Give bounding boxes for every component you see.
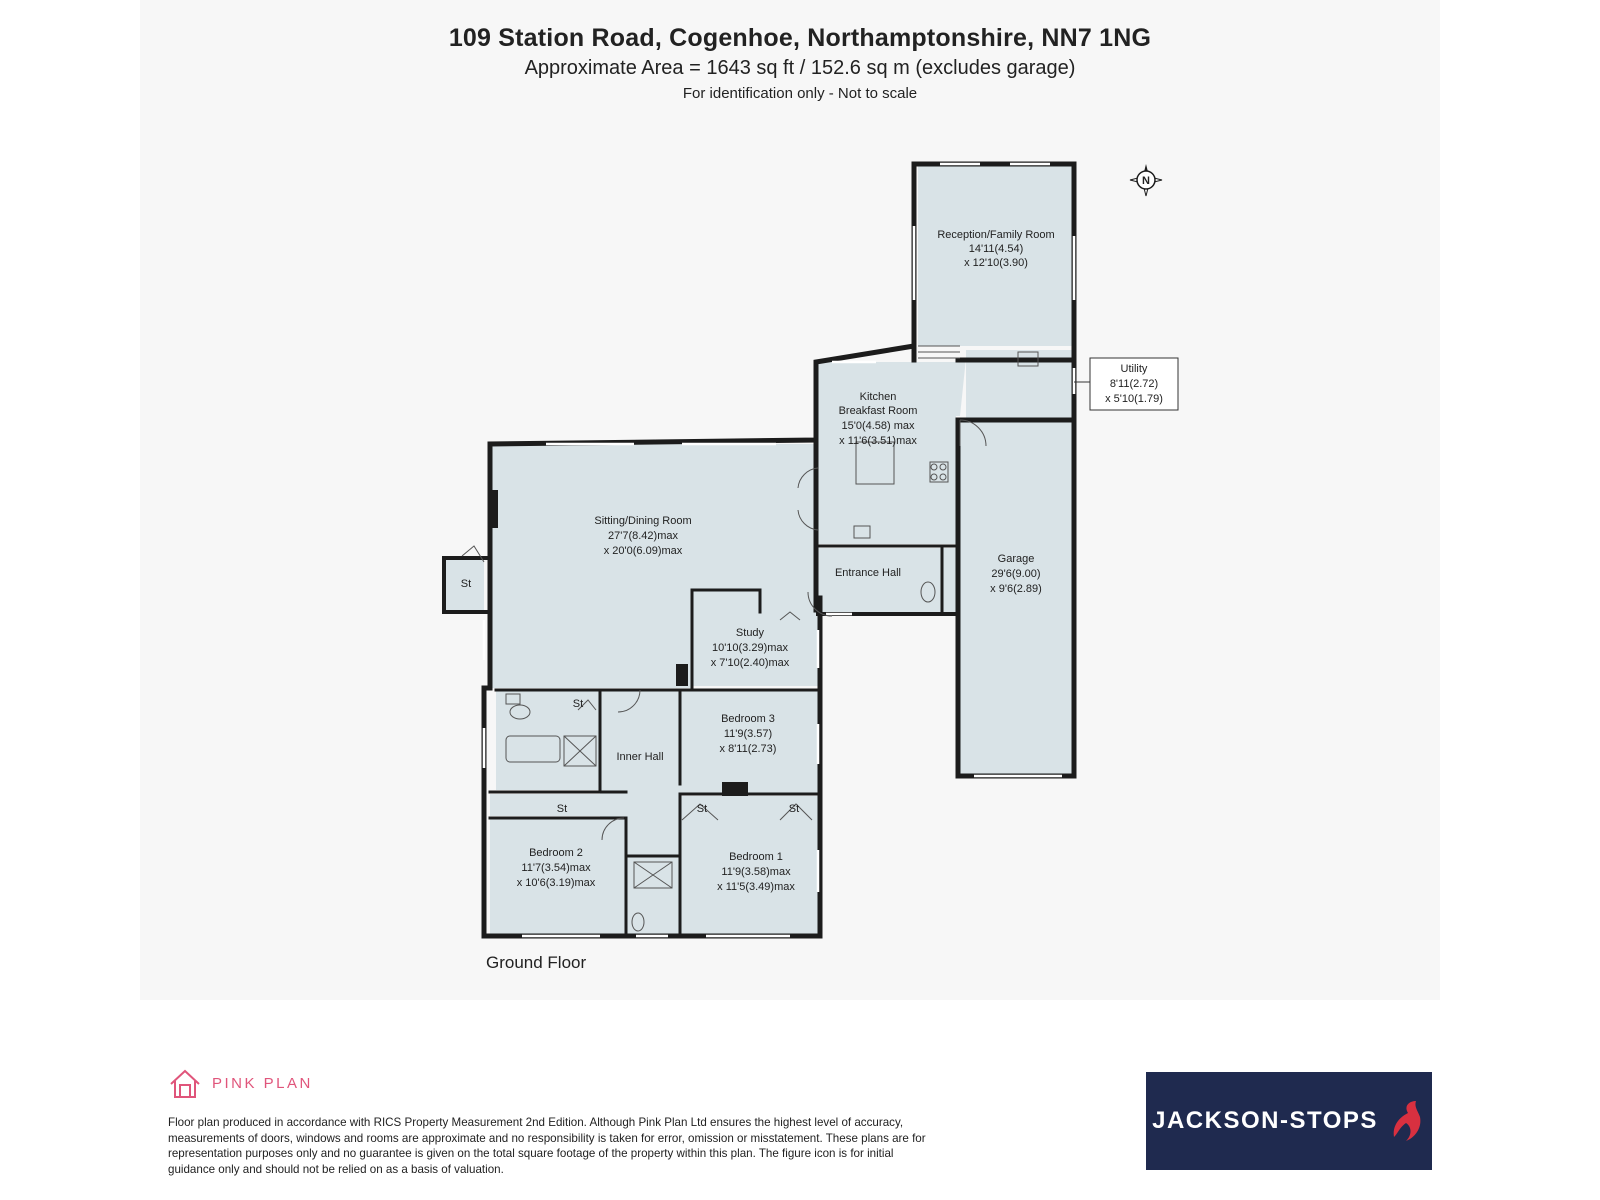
house-icon: [170, 1069, 200, 1098]
bedroom1-dim1: 11'9(3.58)max: [721, 866, 791, 878]
reception-fill: [918, 166, 1072, 346]
ensuite-fill: [626, 858, 680, 936]
bedroom1-name: Bedroom 1: [729, 851, 783, 863]
reception-dim2: x 12'10(3.90): [964, 257, 1028, 269]
kitchen-fill: [818, 358, 966, 544]
garage-fill: [958, 422, 1072, 774]
store-label-bath: St: [573, 698, 583, 710]
sitting-name: Sitting/Dining Room: [594, 515, 691, 527]
room-fills: [444, 166, 1072, 936]
sitting-fill: [490, 444, 818, 688]
bedroom2-wall: [488, 816, 628, 938]
property-address: 109 Station Road, Cogenhoe, Northamptons…: [448, 24, 1152, 52]
store-wall: [442, 556, 492, 614]
bedroom3-name: Bedroom 3: [721, 713, 775, 725]
store-label-bed2: St: [557, 803, 567, 815]
compass-label: N: [1142, 175, 1150, 187]
sitting-dim2: x 20'0(6.09)max: [604, 545, 683, 557]
jackson-stops-logo: JACKSON-STOPS: [1146, 1072, 1432, 1170]
kitchen-dim2: x 11'6(3.51)max: [839, 435, 917, 447]
reception-garage-wall: [911, 161, 1077, 779]
kitchen-dim1: 15'0(4.58) max: [841, 420, 915, 432]
windows: [482, 162, 1076, 938]
scale-note: For identification only - Not to scale: [682, 85, 918, 102]
compass-dial: [1136, 170, 1156, 190]
floor-plan: N Reception/Family Room 14'11(4.54) x 12…: [442, 161, 1179, 972]
entrance-name: Entrance Hall: [835, 567, 901, 579]
garage-dim2: x 9'6(2.89): [990, 583, 1042, 595]
chimney-blocks: [488, 490, 748, 796]
bedroom3-dim2: x 8'11(2.73): [720, 743, 777, 755]
store2-fill: [490, 794, 626, 816]
garage-dim1: 29'6(9.00): [991, 568, 1040, 580]
utility-dim2: x 5'10(1.79): [1105, 393, 1163, 405]
study-fill: [692, 590, 818, 686]
bedroom3-dim1: 11'9(3.57): [724, 728, 772, 740]
utility-dim1: 8'11(2.72): [1110, 378, 1158, 390]
bedroom2-dim1: 11'7(3.54)max: [521, 862, 591, 874]
study-dim1: 10'10(3.29)max: [712, 642, 789, 654]
study-dim2: x 7'10(2.40)max: [711, 657, 790, 669]
store-label-bed1b: St: [789, 803, 799, 815]
plan-header: 109 Station Road, Cogenhoe, Northamptons…: [0, 24, 1600, 102]
bedroom1-fill: [680, 796, 818, 936]
approximate-area: Approximate Area = 1643 sq ft / 152.6 sq…: [524, 57, 1076, 79]
kitchen-name1: Kitchen: [860, 391, 897, 403]
pink-plan-logo: PINK PLAN: [168, 1066, 313, 1100]
floor-label: Ground Floor: [486, 953, 586, 972]
bathroom-fill: [496, 690, 600, 790]
reception-dim1: 14'11(4.54): [969, 243, 1024, 255]
garage-name: Garage: [998, 553, 1035, 565]
sitting-dim1: 27'7(8.42)max: [608, 530, 678, 542]
fixtures: [461, 345, 1039, 932]
study-north-wall: [690, 588, 762, 614]
study-name: Study: [736, 627, 765, 639]
fox-emblem-icon: [1393, 1101, 1421, 1141]
bedroom2-name: Bedroom 2: [529, 847, 583, 859]
bedroom2-fill: [490, 818, 626, 936]
utility-callout: [1074, 357, 1179, 411]
utility-name: Utility: [1121, 363, 1148, 375]
disclaimer-text: Floor plan produced in accordance with R…: [168, 1116, 926, 1176]
pink-plan-brand: PINK PLAN: [212, 1074, 313, 1092]
bedroom1-dim2: x 11'5(3.49)max: [717, 881, 795, 893]
wc-fill: [942, 548, 956, 612]
inner-hall-name: Inner Hall: [616, 751, 663, 763]
compass: N: [1129, 164, 1163, 197]
reception-name: Reception/Family Room: [937, 229, 1054, 241]
bedroom3-fill: [680, 690, 818, 794]
store-label-sitting: St: [461, 578, 471, 590]
store-label-bed1a: St: [697, 803, 707, 815]
room-labels: Reception/Family Room 14'11(4.54) x 12'1…: [461, 229, 1163, 972]
store-fill: [444, 560, 484, 610]
jackson-stops-brand: JACKSON-STOPS: [1152, 1107, 1378, 1134]
bedroom2-dim2: x 10'6(3.19)max: [517, 877, 596, 889]
kitchen-name2: Breakfast Room: [839, 405, 918, 417]
entrance-fill: [818, 548, 942, 612]
